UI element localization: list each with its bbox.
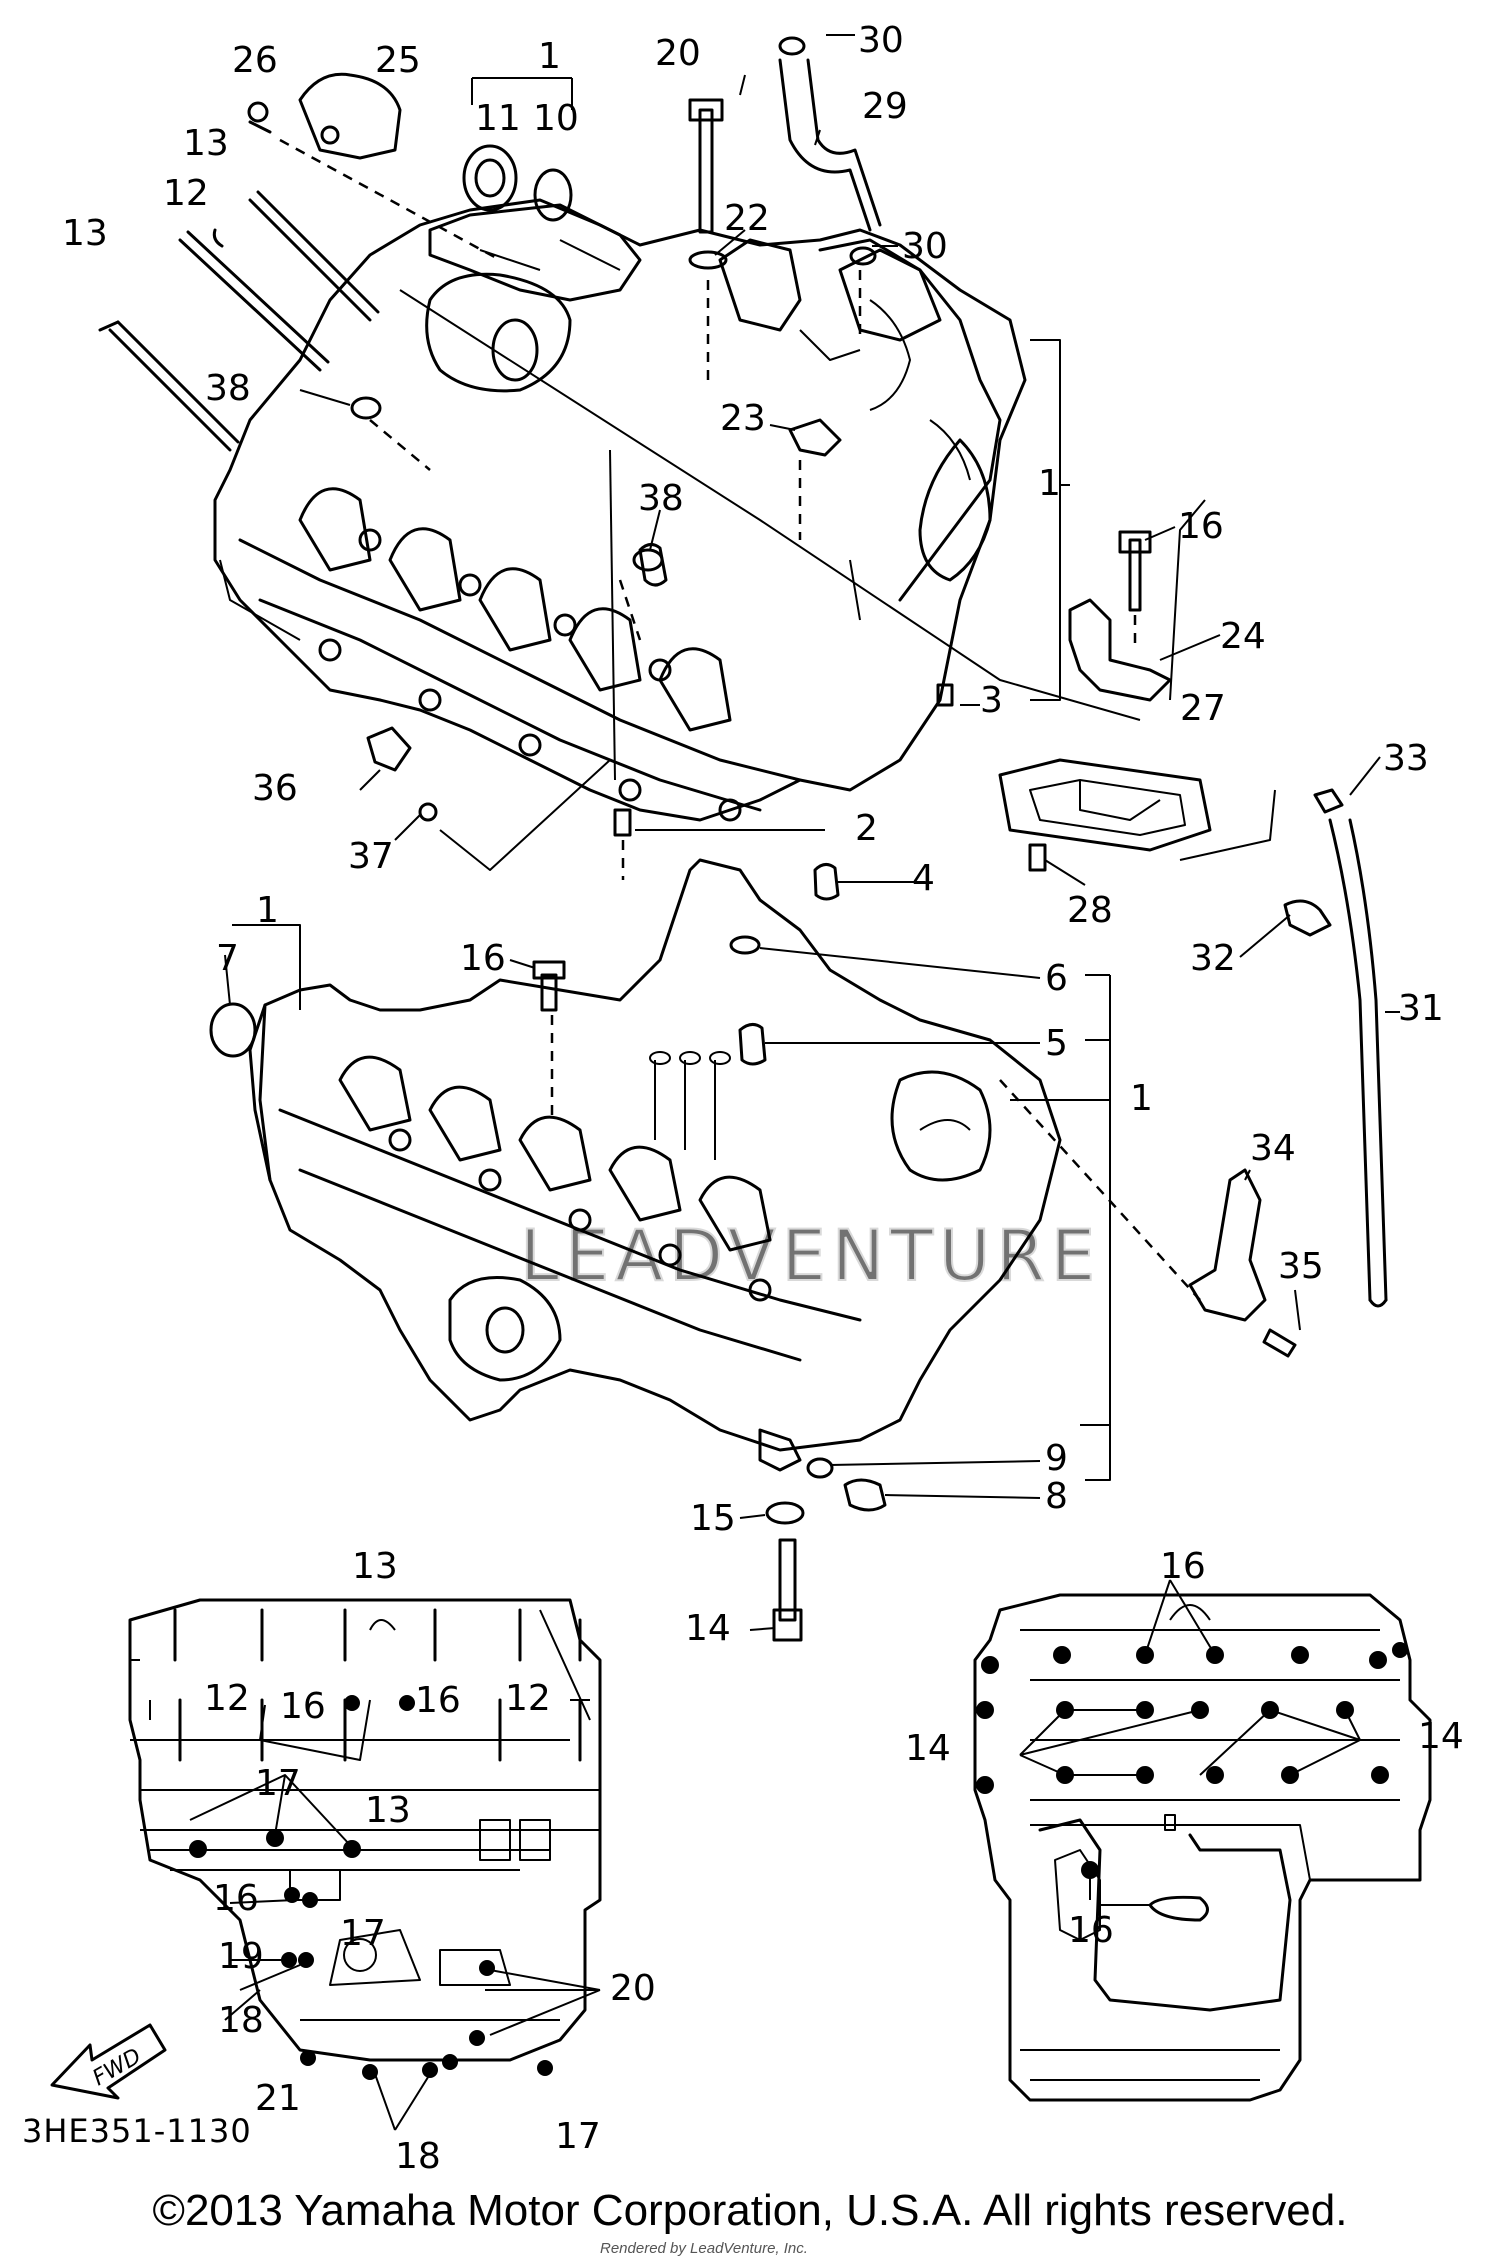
upper-crankcase: [213, 198, 1027, 822]
lower-crankcase: [248, 858, 1062, 1472]
callout-30: 30: [858, 20, 904, 61]
fwd-label: FWD: [89, 2044, 146, 2091]
inset-callout-17: 17: [555, 2116, 601, 2157]
callout-3: 3: [980, 680, 1003, 721]
callout-26: 26: [232, 40, 278, 81]
inset-callout-18: 18: [218, 2000, 264, 2041]
small-parts-top: [209, 36, 1388, 1642]
callout-1: 1: [538, 36, 561, 77]
diagram-id: 3HE351-1130: [22, 2112, 252, 2150]
inset-callout-17: 17: [340, 1913, 386, 1954]
inset-callout-18: 18: [395, 2136, 441, 2177]
callout-11: 11: [475, 98, 521, 139]
inset-callout-16: 16: [280, 1686, 326, 1727]
callout-35: 35: [1278, 1246, 1324, 1287]
callout-1: 1: [1130, 1078, 1153, 1119]
callout-32: 32: [1190, 938, 1236, 979]
callout-27: 27: [1180, 688, 1226, 729]
callout-16: 16: [460, 938, 506, 979]
callout-37: 37: [348, 836, 394, 877]
callout-5: 5: [1045, 1023, 1068, 1064]
inset-callout-13: 13: [365, 1790, 411, 1831]
callout-34: 34: [1250, 1128, 1296, 1169]
callout-38: 38: [638, 478, 684, 519]
callout-25: 25: [375, 40, 421, 81]
callout-2: 2: [855, 808, 878, 849]
inset-callout-16: 16: [1068, 1910, 1114, 1951]
rendered-by-note: Rendered by LeadVenture, Inc.: [600, 2240, 808, 2257]
callout-8: 8: [1045, 1476, 1068, 1517]
inset-callout-16: 16: [213, 1878, 259, 1919]
inset-callout-21: 21: [255, 2078, 301, 2119]
callout-30: 30: [902, 226, 948, 267]
callout-1: 1: [256, 890, 279, 931]
callout-29: 29: [862, 86, 908, 127]
inset-callout-19: 19: [218, 1936, 264, 1977]
callouts: 1 10 11 25 26 20 30 29 22 30 13 12 13 38…: [62, 20, 1444, 1649]
callout-38: 38: [205, 368, 251, 409]
callout-24: 24: [1220, 616, 1266, 657]
leader-lines: [224, 34, 1400, 1631]
fwd-arrow: FWD: [50, 2023, 167, 2100]
inset-callout-12: 12: [505, 1678, 551, 1719]
callout-28: 28: [1067, 890, 1113, 931]
callout-22: 22: [724, 198, 770, 239]
callout-13: 13: [183, 123, 229, 164]
inset-callout-20: 20: [610, 1968, 656, 2009]
copyright-notice: ©2013 Yamaha Motor Corporation, U.S.A. A…: [152, 2186, 1348, 2235]
callout-15: 15: [690, 1498, 736, 1539]
callout-36: 36: [252, 768, 298, 809]
inset-callout-16: 16: [1160, 1546, 1206, 1587]
callout-33: 33: [1383, 738, 1429, 779]
tie-rods: [98, 190, 380, 452]
inset-callout-16: 16: [415, 1680, 461, 1721]
inset-callout-13: 13: [352, 1546, 398, 1587]
callout-20: 20: [655, 33, 701, 74]
callout-14: 14: [685, 1608, 731, 1649]
callout-23: 23: [720, 398, 766, 439]
callout-16: 16: [1178, 506, 1224, 547]
inset-left-top-view: 13 12 16 16 12 13 17 16 17 19 18 20 21 1…: [50, 1546, 656, 2177]
callout-4: 4: [912, 858, 935, 899]
assembly-lines: [279, 138, 1276, 1301]
callout-1: 1: [1038, 463, 1061, 504]
callout-7: 7: [216, 938, 239, 979]
callout-10: 10: [533, 98, 579, 139]
inset-right-bottom-view: 16 14 14 16: [905, 1546, 1464, 2102]
callout-31: 31: [1398, 988, 1444, 1029]
inset-callout-14: 14: [905, 1728, 951, 1769]
callout-12: 12: [163, 173, 209, 214]
callout-9: 9: [1045, 1438, 1068, 1479]
watermark: LEADVENTURE: [519, 1214, 1101, 1298]
callout-13: 13: [62, 213, 108, 254]
inset-callout-14: 14: [1418, 1716, 1464, 1757]
inset-callout-17: 17: [255, 1763, 301, 1804]
callout-6: 6: [1045, 958, 1068, 999]
inset-callout-12: 12: [204, 1678, 250, 1719]
svg-text:LEADVENTURE: LEADVENTURE: [520, 1215, 1101, 1297]
